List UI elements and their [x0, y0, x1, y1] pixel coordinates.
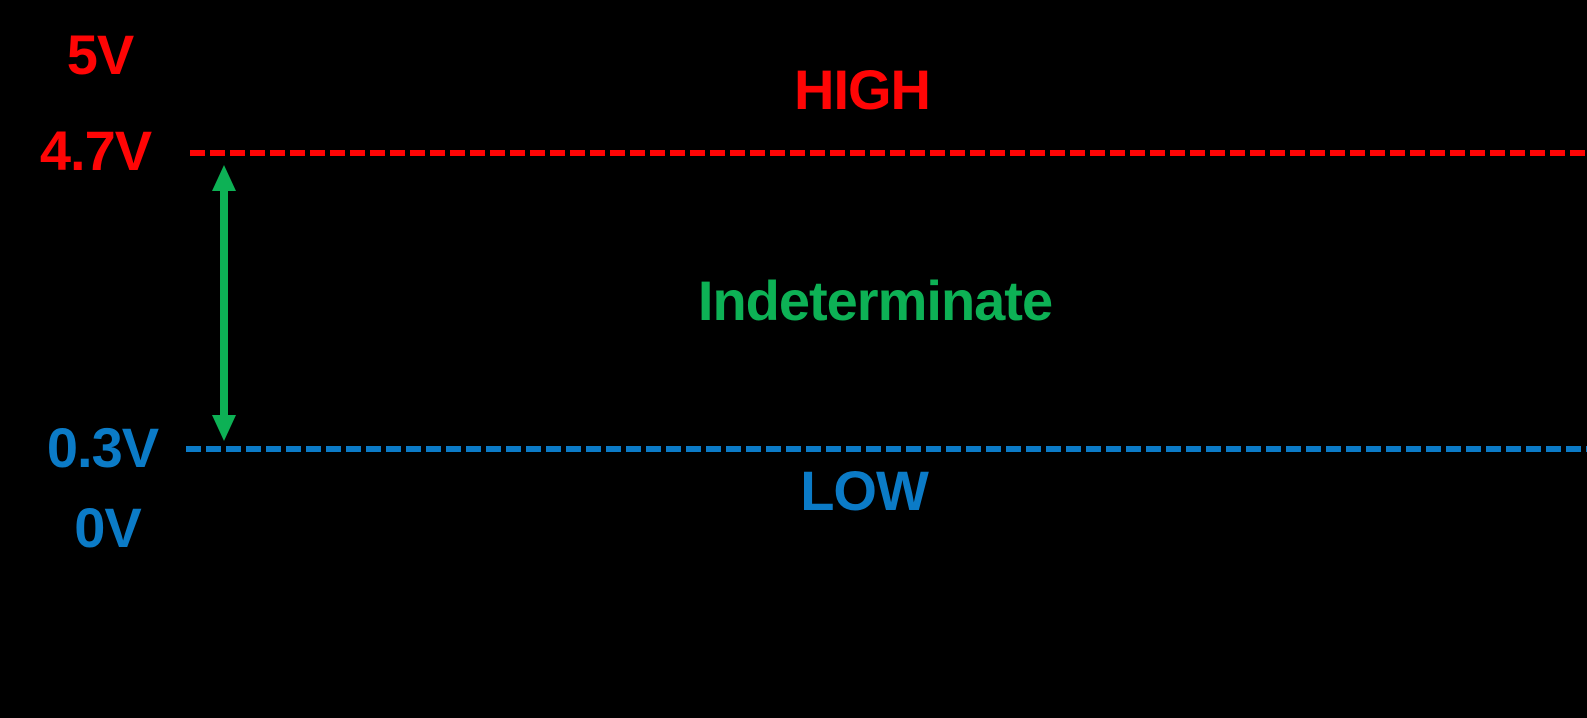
low-threshold-label: 0.3V	[46, 416, 159, 479]
indeterminate-range-arrow-icon	[212, 165, 236, 441]
high-threshold-label: 4.7V	[39, 119, 152, 182]
high-region-label: HIGH	[794, 58, 931, 121]
supply-voltage-label: 5V	[66, 23, 135, 86]
low-threshold-line	[186, 446, 1587, 452]
high-threshold-line	[190, 150, 1587, 156]
low-region-label: LOW	[800, 459, 929, 522]
indeterminate-region-label: Indeterminate	[697, 269, 1053, 332]
ground-voltage-label: 0V	[74, 496, 142, 559]
